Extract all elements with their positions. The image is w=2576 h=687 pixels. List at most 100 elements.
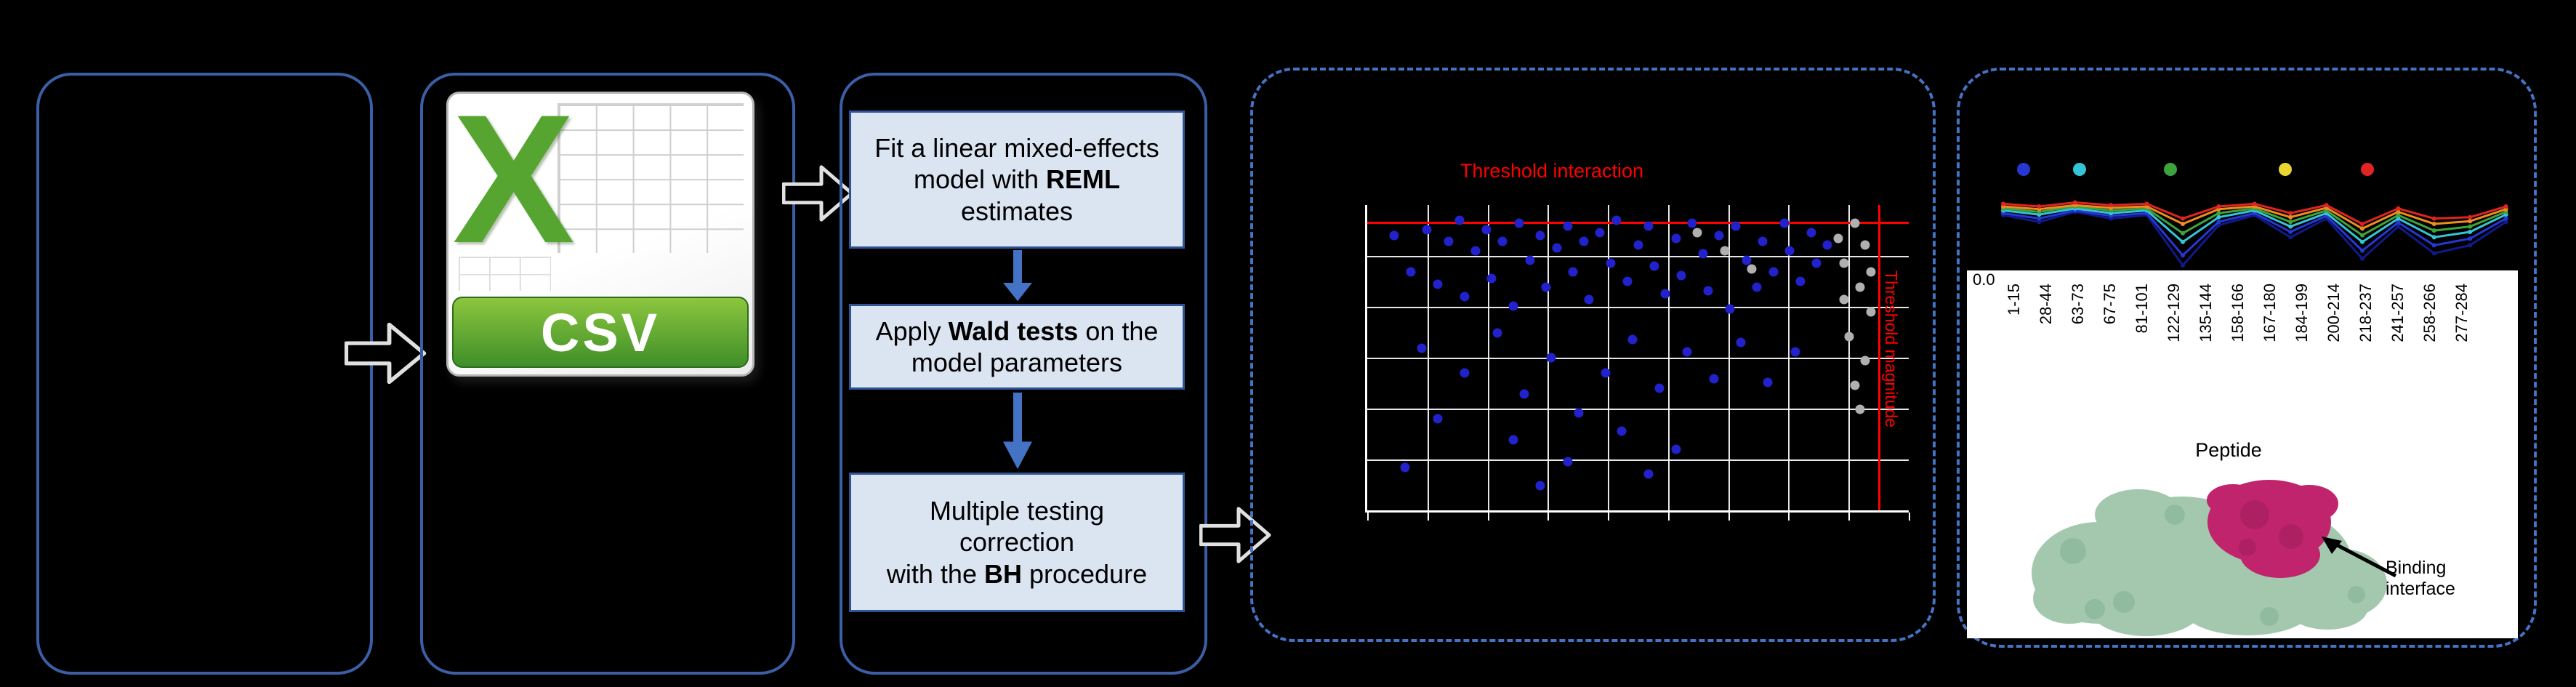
volcano-point-gray — [1692, 228, 1702, 238]
right-arrow-icon — [782, 165, 854, 222]
volcano-point-gray — [1850, 218, 1859, 228]
volcano-point-blue — [1643, 469, 1654, 479]
uptake-marker — [2288, 214, 2293, 220]
volcano-point-blue — [1470, 246, 1481, 256]
y-axis-tick: 0.0 — [1973, 270, 1995, 289]
volcano-point-gray — [1866, 307, 1876, 317]
volcano-point-blue — [1736, 337, 1746, 347]
uptake-marker — [2396, 224, 2401, 229]
panel-csv-input: X CSV — [420, 73, 795, 675]
binding-interface-shading — [2239, 500, 2303, 556]
volcano-point-gray — [1839, 258, 1849, 268]
volcano-point-blue — [1563, 221, 1573, 231]
volcano-point-gray — [1844, 332, 1854, 342]
peptide-tick: 135-144 — [2197, 284, 2215, 342]
uptake-marker — [2431, 251, 2436, 256]
uptake-marker — [2109, 203, 2114, 208]
panel-volcano-output — [1250, 68, 1936, 642]
binding-interface-surface — [2207, 480, 2338, 578]
peptide-tick: 1-15 — [2005, 284, 2023, 316]
volcano-point-blue — [1682, 347, 1692, 357]
volcano-point-blue — [1742, 255, 1751, 265]
peptide-tick: 277-284 — [2452, 284, 2471, 342]
uptake-marker — [2037, 204, 2042, 209]
grid-line-h — [1367, 459, 1909, 461]
volcano-point-blue — [1779, 218, 1790, 228]
uptake-marker — [2360, 226, 2364, 231]
timepoint-legend-dot — [2361, 163, 2374, 176]
timepoint-legend-dot — [2279, 163, 2292, 176]
step-text: estimates — [960, 196, 1074, 226]
peptide-tick: 63-73 — [2069, 284, 2087, 325]
volcano-point-gray — [1855, 404, 1865, 414]
volcano-point-gray — [1860, 355, 1870, 366]
x-axis-tick — [1788, 513, 1790, 521]
timepoint-legend-dot — [2073, 163, 2086, 176]
uptake-marker — [2216, 214, 2221, 220]
panel-raw-data — [36, 73, 373, 675]
uptake-marker — [2360, 221, 2364, 226]
volcano-threshold-interaction-label: Threshold interaction — [1460, 160, 1644, 182]
uptake-marker — [2503, 204, 2508, 209]
volcano-point-blue — [1703, 286, 1713, 296]
volcano-point-blue — [1714, 230, 1724, 241]
step-box-mixed-model: Fit a linear mixed-effects model with RE… — [849, 111, 1185, 249]
uptake-marker — [2360, 233, 2364, 238]
panel-peptide-output — [1957, 68, 2537, 648]
uptake-marker — [2001, 201, 2005, 206]
volcano-point-blue — [1627, 334, 1638, 345]
uptake-series-dark-blue — [2003, 210, 2507, 268]
uptake-marker — [2431, 235, 2436, 240]
volcano-point-gray — [1855, 282, 1865, 292]
csv-banner-label: CSV — [540, 302, 661, 363]
volcano-point-blue — [1784, 246, 1795, 256]
volcano-point-blue — [1649, 261, 1659, 271]
uptake-marker — [2468, 214, 2473, 220]
uptake-marker — [2181, 263, 2185, 268]
volcano-point-gray — [1866, 267, 1876, 277]
uptake-marker — [2181, 253, 2185, 258]
uptake-marker — [2288, 220, 2293, 225]
uptake-marker — [2252, 201, 2257, 206]
uptake-marker — [2468, 230, 2473, 234]
uptake-marker — [2037, 220, 2042, 225]
volcano-point-blue — [1606, 258, 1616, 268]
peptide-tick: 67-75 — [2101, 284, 2119, 325]
step-box-text: Apply Wald tests on the model parameters — [856, 316, 1178, 378]
volcano-point-blue — [1752, 282, 1762, 292]
volcano-point-blue — [1676, 270, 1686, 281]
peptide-tick: 241-257 — [2388, 284, 2407, 342]
peptide-axis-title: Peptide — [2195, 439, 2262, 461]
volcano-point-blue — [1795, 276, 1806, 286]
uptake-marker — [2396, 216, 2401, 221]
volcano-point-blue — [1486, 273, 1497, 284]
volcano-point-blue — [1460, 292, 1470, 302]
threshold-line-horizontal — [1367, 222, 1909, 225]
volcano-point-blue — [1601, 368, 1611, 378]
volcano-point-blue — [1654, 383, 1665, 393]
right-arrow-icon — [345, 322, 427, 385]
spreadsheet-grid-small — [458, 257, 552, 292]
volcano-point-blue — [1508, 301, 1518, 311]
volcano-point-blue — [1822, 240, 1832, 250]
volcano-point-blue — [1643, 221, 1654, 231]
csv-banner: CSV — [452, 297, 749, 369]
uptake-marker — [2431, 221, 2436, 226]
grid-line-h — [1367, 358, 1909, 359]
step-box-text: with the BH procedure — [887, 558, 1147, 590]
step-text: procedure — [1021, 558, 1148, 589]
volcano-point-blue — [1731, 221, 1741, 231]
step-text: with the — [886, 558, 984, 589]
uptake-marker — [2503, 216, 2508, 221]
volcano-point-gray — [1747, 264, 1757, 274]
uptake-marker — [2431, 228, 2436, 233]
uptake-line-chart — [2001, 163, 2508, 268]
x-axis-tick — [1547, 513, 1550, 521]
uptake-marker — [2468, 219, 2473, 224]
grid-line-h — [1367, 408, 1909, 410]
timepoint-legend-dot — [2164, 163, 2177, 176]
step-box-bh-correction: Multiple testing correction with the BH … — [849, 473, 1185, 612]
volcano-point-blue — [1497, 236, 1508, 246]
